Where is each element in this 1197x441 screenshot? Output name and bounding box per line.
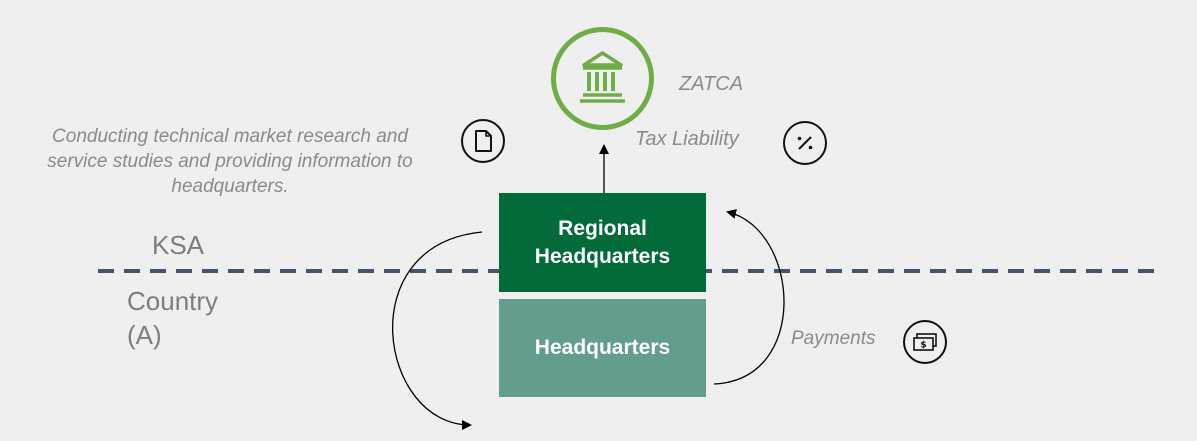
document-icon-ring	[461, 119, 505, 163]
region-label-ksa: KSA	[152, 230, 205, 260]
headquarters-label: Headquarters	[534, 336, 671, 359]
authority-name: ZATCA	[679, 73, 744, 95]
cash-icon-ring: $	[903, 320, 947, 364]
services-arrow	[391, 231, 483, 430]
regional-headquarters-label: Regional Headquarters	[534, 216, 671, 268]
payments-arrow	[713, 209, 785, 385]
payments-label: Payments	[791, 328, 876, 349]
region-label-country-a: Country (A)	[127, 286, 219, 350]
document-icon	[475, 130, 492, 152]
zatca-icon-ring	[551, 27, 654, 130]
service-description: Conducting technical market research and…	[47, 126, 413, 197]
regional-headquarters-box: Regional Headquarters	[499, 193, 706, 292]
cash-icon: $	[913, 333, 937, 351]
tax-percent-icon-ring	[783, 121, 827, 165]
percent-icon	[797, 136, 813, 150]
svg-text:$: $	[920, 341, 926, 351]
tax-liability-label: Tax Liability	[635, 128, 739, 150]
government-building-icon	[580, 51, 625, 103]
headquarters-box: Headquarters	[499, 299, 706, 397]
